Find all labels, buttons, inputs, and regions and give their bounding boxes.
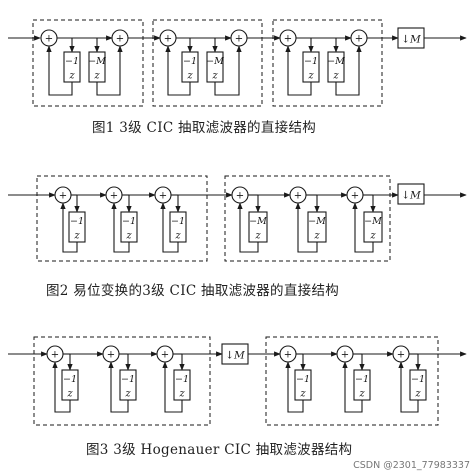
delay-z-label: z	[307, 70, 314, 81]
adder-plus-sign: +	[341, 350, 349, 361]
delay-exponent-label: −M	[88, 56, 106, 67]
delay-z-label: z	[73, 230, 80, 241]
delay-z-label: z	[369, 230, 376, 241]
adder-plus-sign: +	[355, 34, 363, 45]
feedback-path	[352, 202, 374, 253]
stage-group-3	[272, 19, 383, 107]
adder-plus-sign: +	[284, 350, 292, 361]
figure-2-caption: 图2 易位变换的3级 CIC 抽取滤波器的直接结构	[46, 283, 340, 299]
delay-exponent-label: −1	[411, 374, 425, 385]
adder-plus-sign: +	[51, 350, 59, 361]
adder-plus-sign: +	[284, 34, 292, 45]
delay-z-label: z	[124, 388, 131, 399]
delay-exponent-label: −M	[308, 216, 326, 227]
delay-z-label: z	[358, 388, 365, 399]
delay-exponent-label: −1	[304, 56, 318, 67]
delay-z-label: z	[68, 70, 75, 81]
adder-plus-sign: +	[397, 350, 405, 361]
delay-exponent-label: −1	[121, 374, 135, 385]
feedback-path	[162, 361, 183, 413]
decimator-box-label: ↓M	[225, 349, 245, 361]
stage-group-2	[152, 19, 263, 107]
feedback-path	[52, 361, 71, 413]
decimator-box-label: ↓M	[401, 189, 421, 201]
delay-exponent-label: −1	[63, 374, 77, 385]
delay-z-label: z	[174, 230, 181, 241]
delay-z-label: z	[313, 230, 320, 241]
delay-z-label: z	[93, 70, 100, 81]
delay-exponent-label: −1	[175, 374, 189, 385]
feedback-path	[108, 361, 129, 413]
integrator-group	[36, 175, 208, 262]
feedback-path	[295, 202, 318, 253]
figure-1-caption: 图1 3级 CIC 抽取滤波器的直接结构	[92, 120, 317, 136]
delay-exponent-label: −M	[249, 216, 267, 227]
comb-group	[224, 175, 391, 262]
comb-group	[265, 336, 439, 426]
feedback-path	[285, 45, 312, 96]
feedback-path	[285, 361, 304, 413]
delay-z-label: z	[178, 388, 185, 399]
figure-3-caption: 图3 3级 Hogenauer CIC 抽取滤波器结构	[86, 442, 353, 458]
decimator-box	[397, 183, 425, 205]
delay-exponent-label: −1	[183, 56, 197, 67]
watermark: CSDN @2301_77983337	[353, 460, 470, 471]
feedback-path	[60, 202, 78, 253]
delay-exponent-label: −1	[171, 216, 185, 227]
delay-exponent-label: −M	[327, 56, 345, 67]
delay-z-label: z	[332, 70, 339, 81]
delay-z-label: z	[211, 70, 218, 81]
adder-plus-sign: +	[236, 191, 244, 202]
delay-exponent-label: −M	[364, 216, 382, 227]
delay-z-label: z	[66, 388, 73, 399]
adder-plus-sign: +	[235, 34, 243, 45]
feedback-path	[398, 361, 419, 413]
delay-exponent-label: −1	[296, 374, 310, 385]
delay-exponent-label: −M	[206, 56, 224, 67]
adder-plus-sign: +	[45, 34, 53, 45]
feedback-path	[46, 45, 73, 96]
feedback-path	[342, 361, 363, 413]
feedback-path	[165, 45, 191, 96]
integrator-group	[33, 336, 211, 426]
feedback-path	[111, 202, 130, 253]
adder-plus-sign: +	[59, 191, 67, 202]
delay-z-label: z	[186, 70, 193, 81]
feedback-path	[237, 202, 259, 253]
adder-plus-sign: +	[294, 191, 302, 202]
feedback-path	[160, 202, 179, 253]
adder-plus-sign: +	[110, 191, 118, 202]
adder-plus-sign: +	[116, 34, 124, 45]
delay-z-label: z	[125, 230, 132, 241]
delay-exponent-label: −1	[65, 56, 79, 67]
adder-plus-sign: +	[351, 191, 359, 202]
delay-z-label: z	[299, 388, 306, 399]
adder-plus-sign: +	[159, 191, 167, 202]
adder-plus-sign: +	[164, 34, 172, 45]
adder-plus-sign: +	[161, 350, 169, 361]
delay-exponent-label: −1	[70, 216, 84, 227]
delay-exponent-label: −1	[122, 216, 136, 227]
delay-exponent-label: −1	[355, 374, 369, 385]
feedback-path	[214, 45, 242, 96]
decimator-box-label: ↓M	[401, 33, 421, 45]
delay-z-label: z	[254, 230, 261, 241]
delay-z-label: z	[414, 388, 421, 399]
feedback-path	[96, 45, 123, 96]
feedback-path	[335, 45, 362, 96]
adder-plus-sign: +	[107, 350, 115, 361]
